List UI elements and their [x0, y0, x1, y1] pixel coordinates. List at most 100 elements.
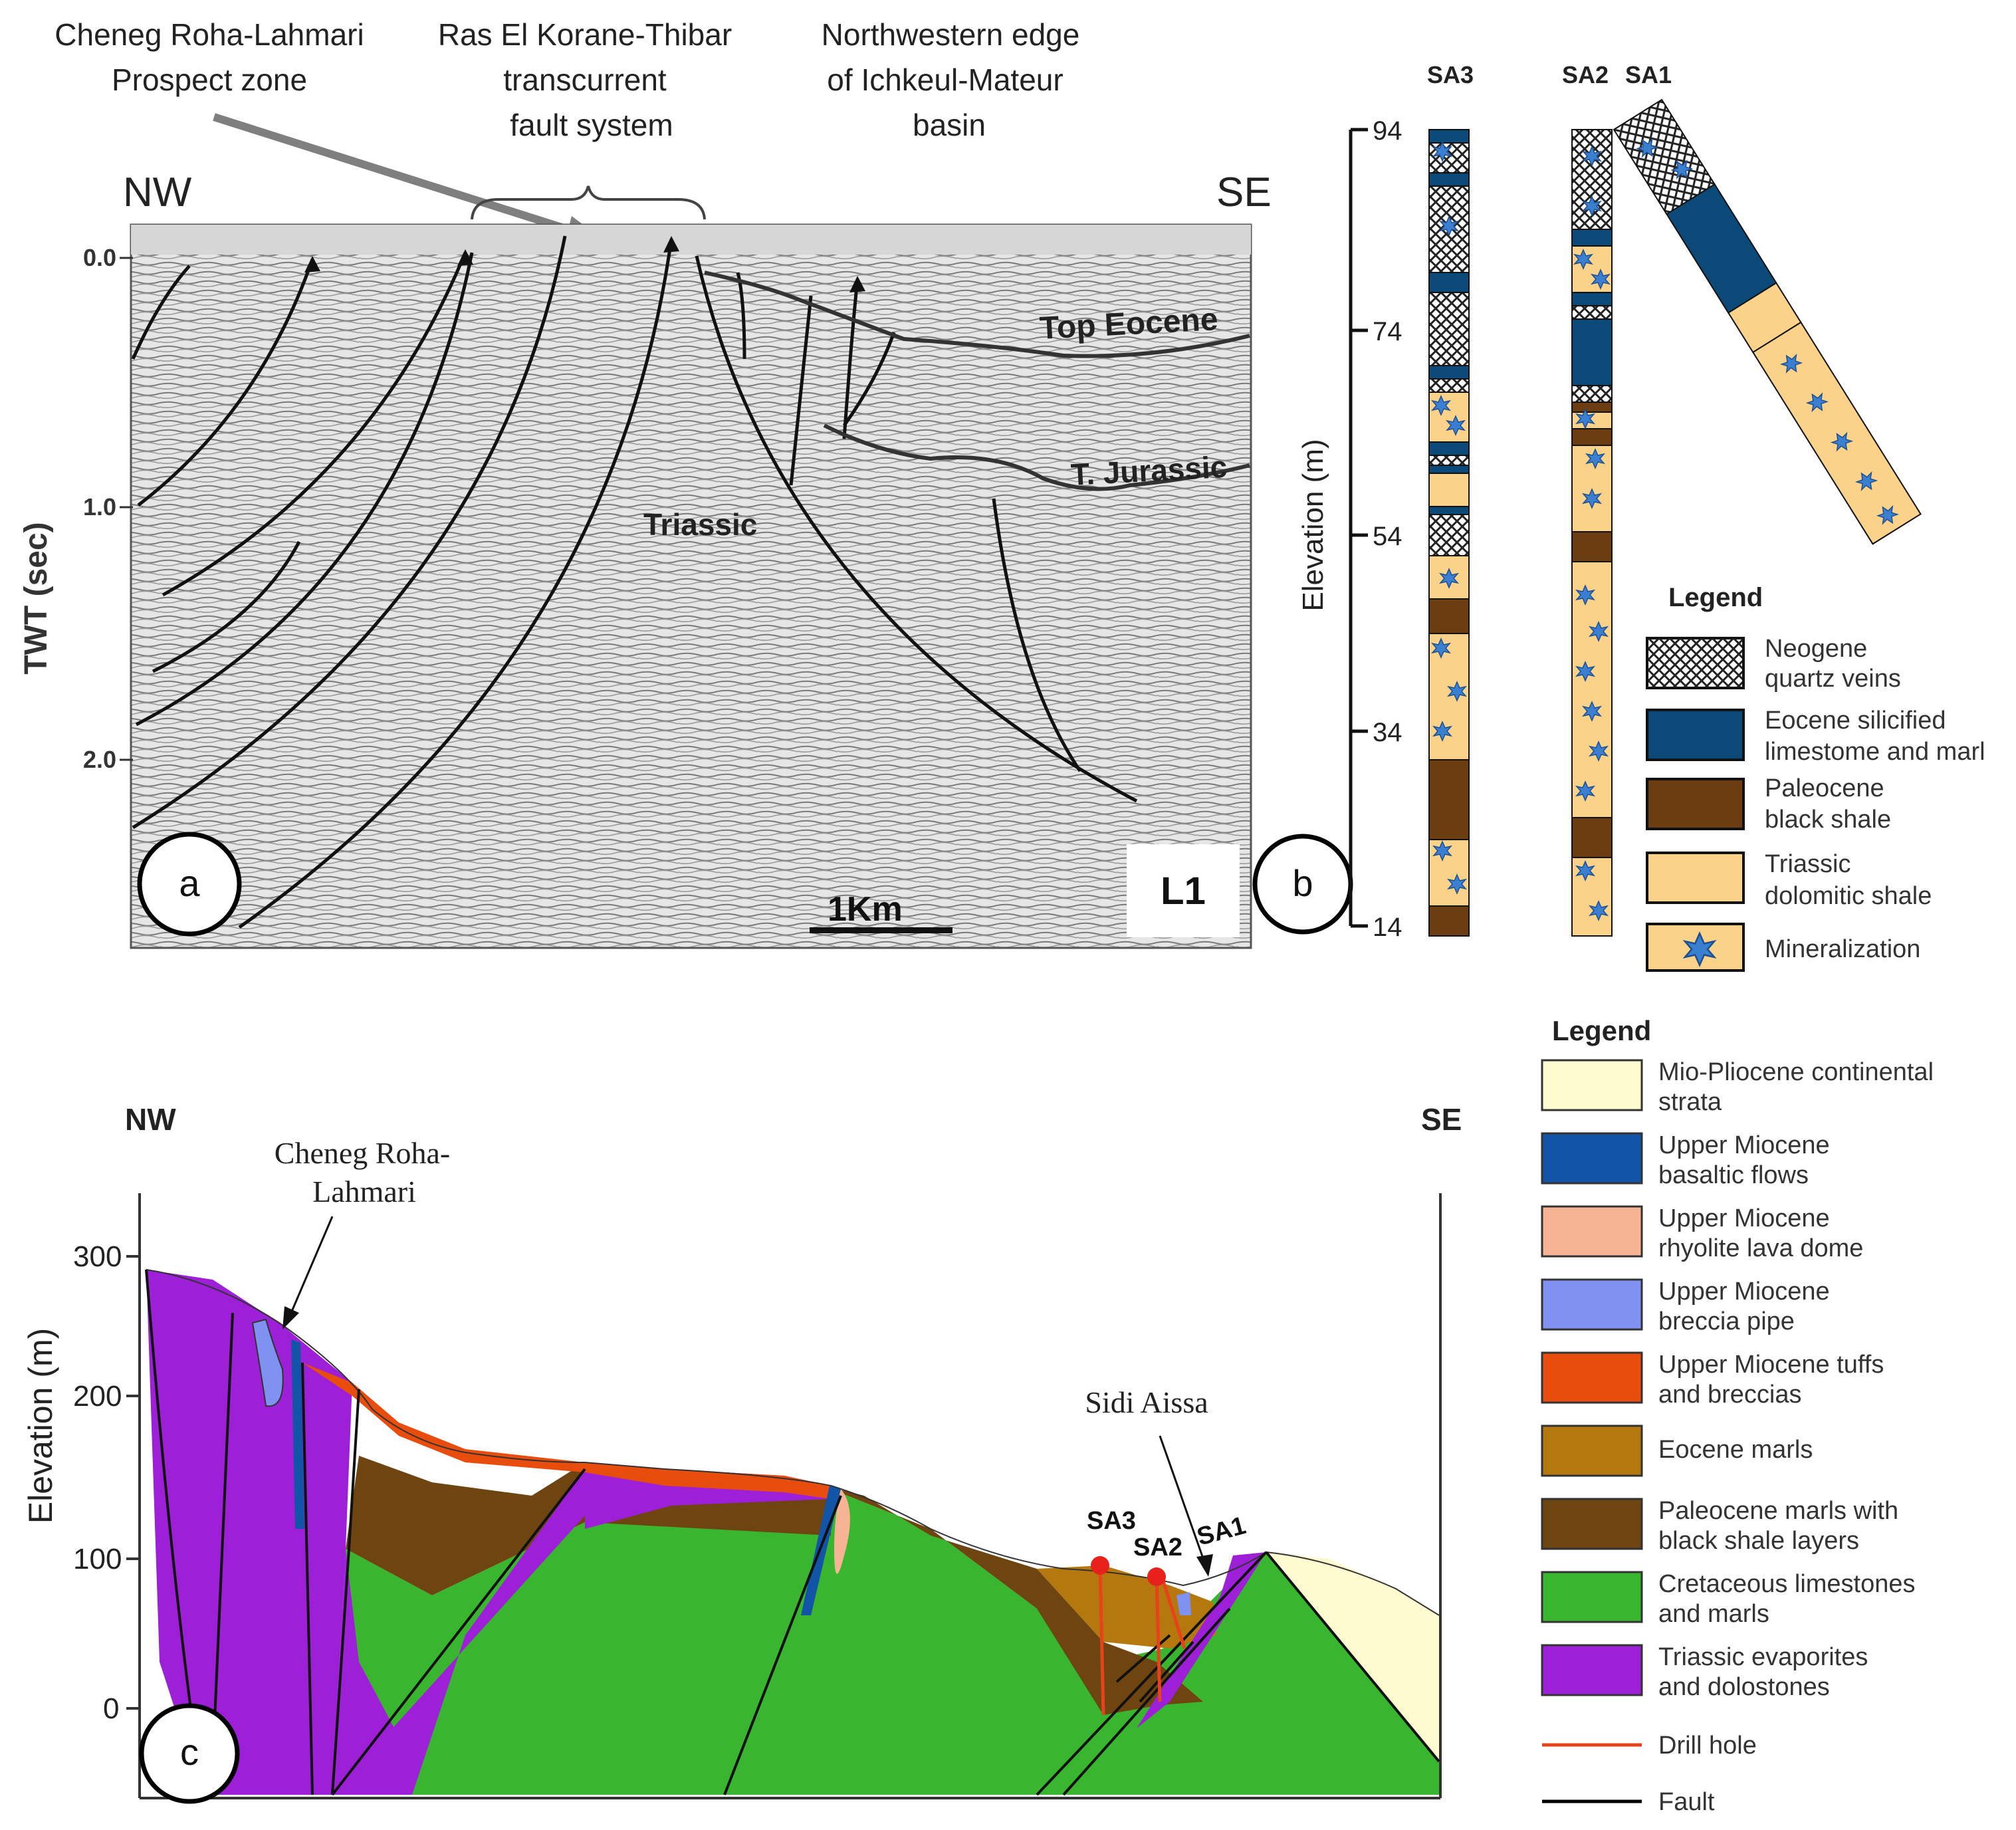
legend-c-swatch-0	[1541, 1059, 1643, 1111]
legend-c-swatch-1	[1541, 1132, 1643, 1185]
legend-c-label-8: Triassic evaporites	[1658, 1643, 1868, 1671]
panel-b-tick-54: 54	[1373, 522, 1402, 551]
column-sa2	[1571, 129, 1613, 937]
panel-a-y-axis-label: TWT (sec)	[19, 522, 54, 674]
fault-arrowheads	[304, 236, 865, 292]
horizon-t-jurassic: T. Jurassic	[1070, 449, 1228, 492]
panel-a-se: SE	[1216, 170, 1272, 215]
callout-prospect-line1: Cheneg Roha-Lahmari	[55, 17, 364, 52]
callout-basin-line2: of Ichkeul-Mateur	[827, 62, 1063, 97]
callout-fault-line1: Ras El Korane-Thibar	[438, 17, 732, 52]
legend-c-label-0: Mio-Pliocene continental	[1658, 1058, 1934, 1086]
callout-basin-line3: basin	[913, 108, 986, 142]
legend-c-swatch-8	[1541, 1644, 1643, 1696]
unit-paleocene-2	[831, 1489, 1203, 1715]
legend-triassic-line1: Triassic	[1765, 850, 1850, 878]
panel-c-legend-title: Legend	[1552, 1015, 1651, 1046]
panel-b-tick-14: 14	[1373, 913, 1402, 942]
legend-swatch-triassic	[1646, 852, 1745, 904]
legend-mineralization: Mineralization	[1765, 935, 1920, 963]
unit-triassic: Triassic	[643, 507, 757, 542]
legend-eocene-line1: Eocene silicified	[1765, 707, 1946, 735]
panel-b-axis-label: Elevation (m)	[1297, 439, 1329, 611]
column-sa3	[1428, 129, 1470, 937]
panel-c-label: c	[180, 1731, 199, 1773]
panel-c-tick-0: 0	[103, 1692, 119, 1725]
panel-b-label: b	[1292, 862, 1313, 904]
seismic-faults	[131, 235, 1138, 929]
legend-c-label-5: Eocene marls	[1658, 1436, 1813, 1464]
unit-breccia-small	[1176, 1592, 1191, 1615]
panel-a-badge	[137, 832, 242, 937]
legend-neogene-line2: quartz veins	[1765, 665, 1901, 693]
panel-b-ticks	[1351, 128, 1368, 928]
legend-c-label-3-line2: breccia pipe	[1658, 1308, 1795, 1335]
panel-a-y-tick-1: 1.0	[83, 493, 116, 520]
cheneg-arrow	[282, 1216, 334, 1329]
legend-c-label-0-line2: strata	[1658, 1088, 1722, 1116]
scale-bar	[810, 927, 952, 933]
panel-a-y-tick-2: 2.0	[83, 746, 116, 773]
legend-paleocene-line1: Paleocene	[1765, 774, 1884, 802]
legend-c-swatch-7	[1541, 1571, 1643, 1623]
legend-c-swatch-6	[1541, 1498, 1643, 1550]
callout-basin-line1: Northwestern edge	[822, 17, 1080, 52]
horizon-top-eocene-line	[704, 271, 1250, 358]
legend-swatch-neogene	[1646, 637, 1745, 689]
legend-c-label-6: Paleocene marls with	[1658, 1497, 1898, 1525]
legend-c-swatch-5	[1541, 1425, 1643, 1477]
unit-basalt-left	[291, 1339, 304, 1529]
legend-paleocene-line2: black shale	[1765, 806, 1891, 834]
drill-hole-sa2	[1155, 1575, 1162, 1702]
legend-c-item-5: Eocene marls	[1541, 1425, 1813, 1477]
drill-holes	[1098, 1565, 1186, 1716]
fault-system-brace	[471, 185, 706, 220]
drill-head-sa2	[1147, 1567, 1166, 1586]
panel-b-tick-74: 74	[1373, 317, 1402, 346]
panel-b-legend-title: Legend	[1668, 583, 1763, 612]
cheneg-label-line2: Lahmari	[312, 1175, 416, 1208]
legend-swatch-mineralization	[1646, 923, 1745, 972]
legend-c-label-2: Upper Miocene	[1658, 1204, 1830, 1232]
column-sa3-label: SA3	[1427, 61, 1474, 88]
line-id-box	[1127, 844, 1240, 937]
panel-c-se: SE	[1421, 1102, 1462, 1137]
callout-fault-line2: transcurrent	[503, 62, 667, 97]
unit-paleocene	[346, 1456, 585, 1595]
panel-c-tick-100: 100	[73, 1543, 122, 1575]
panel-c-cross-section: NW SE Elevation (m) 300 200 100 0	[22, 1015, 1934, 1816]
legend-c-label-2-line2: rhyolite lava dome	[1658, 1234, 1863, 1262]
legend-c-item-9: Drill hole	[1542, 1732, 1757, 1760]
legend-c-label-1: Upper Miocene	[1658, 1131, 1830, 1159]
legend-c-label-8-line2: and dolostones	[1658, 1673, 1830, 1701]
panel-a-seismic: Cheneg Roha-Lahmari Prospect zone Ras El…	[19, 17, 1272, 949]
legend-neogene-line1: Neogene	[1765, 635, 1867, 663]
geology-units	[146, 1270, 1439, 1795]
panel-b-tick-34: 34	[1373, 718, 1402, 747]
drill-hole-sa3	[1098, 1565, 1105, 1716]
column-sa1	[1613, 98, 1922, 545]
panel-b-legend: Neogene quartz veins Eocene silicified l…	[1646, 635, 1985, 972]
drill-label-sa2: SA2	[1133, 1534, 1182, 1561]
callout-fault-line3: fault system	[510, 108, 673, 142]
scale-bar-label: 1Km	[828, 890, 903, 929]
legend-c-label-7: Cretaceous limestones	[1658, 1570, 1916, 1598]
line-id: L1	[1161, 869, 1206, 913]
panel-a-nw: NW	[123, 170, 192, 215]
legend-c-item-10: Fault	[1542, 1788, 1715, 1816]
unit-breccia-pipe	[251, 1318, 284, 1407]
drill-label-sa3: SA3	[1087, 1507, 1136, 1535]
legend-c-swatch-4	[1541, 1351, 1643, 1404]
legend-triassic-line2: dolomitic shale	[1765, 882, 1932, 910]
cheneg-label-line1: Cheneg Roha-	[275, 1136, 450, 1170]
unit-cretaceous	[332, 1489, 1439, 1795]
legend-c-label-4-line2: and breccias	[1658, 1381, 1801, 1409]
